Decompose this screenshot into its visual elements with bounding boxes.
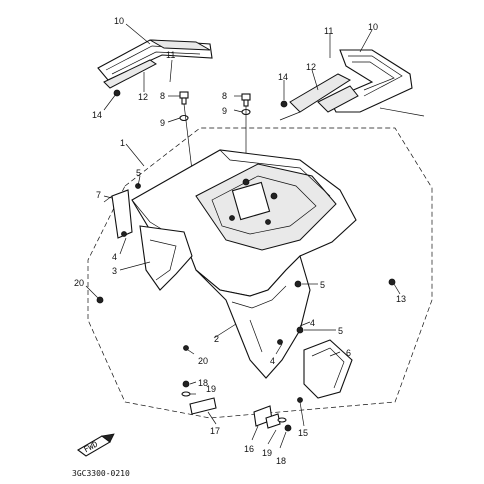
rivet-right [280,100,288,108]
callout-labels: 10 11 12 14 10 11 12 14 8 9 8 9 1 5 7 4 … [74,16,406,466]
callout-11: 11 [324,26,333,36]
emblem-right [317,85,359,113]
callout-15: 15 [298,428,308,438]
callout-5: 5 [136,168,141,178]
side-cover-strip-left [103,59,157,89]
callout-16: 16 [244,444,254,454]
callout-8: 8 [160,91,165,101]
callout-12: 12 [306,62,316,72]
side-cover-left-group [97,39,213,97]
side-panel-right [303,339,353,399]
callout-3: 3 [112,266,117,276]
leader-lines [85,23,425,449]
center-bracket [231,181,271,221]
callout-20: 20 [198,356,208,366]
callout-7: 7 [96,190,101,200]
callout-14: 14 [278,72,288,82]
emblem-left [149,39,211,51]
callout-9: 9 [160,118,165,128]
lower-bracket-left [181,380,217,415]
callout-8: 8 [222,91,227,101]
callout-5: 5 [338,326,343,336]
bracket-left [103,183,141,239]
callout-20: 20 [74,278,84,288]
fender-lower-shroud [195,254,311,379]
callout-6: 6 [346,348,351,358]
callout-19: 19 [206,384,216,394]
catalog-code: 3GC3300-0210 [72,469,130,478]
forward-direction-badge: FWD [77,433,115,457]
callout-1: 1 [120,138,125,148]
callout-5: 5 [320,280,325,290]
callout-13: 13 [396,294,406,304]
callout-17: 17 [210,426,220,436]
fender-left-wing [139,225,193,291]
callout-4: 4 [270,356,275,366]
small-hardware [96,278,396,403]
side-cover-right-group [280,49,413,113]
callout-12: 12 [138,92,148,102]
lower-bracket-right [253,405,292,432]
front-fender-body [131,149,357,379]
callout-4: 4 [112,252,117,262]
callout-4: 4 [310,318,315,328]
callout-18: 18 [198,378,208,388]
assembly-boundary [87,127,433,419]
side-cover-strip-right [289,73,352,113]
callout-11: 11 [166,50,175,60]
callout-9: 9 [222,106,227,116]
callout-10: 10 [368,22,378,32]
callout-18: 18 [276,456,286,466]
callout-2: 2 [214,334,219,344]
callout-14: 14 [92,110,102,120]
callout-10: 10 [114,16,124,26]
callout-19: 19 [262,448,272,458]
